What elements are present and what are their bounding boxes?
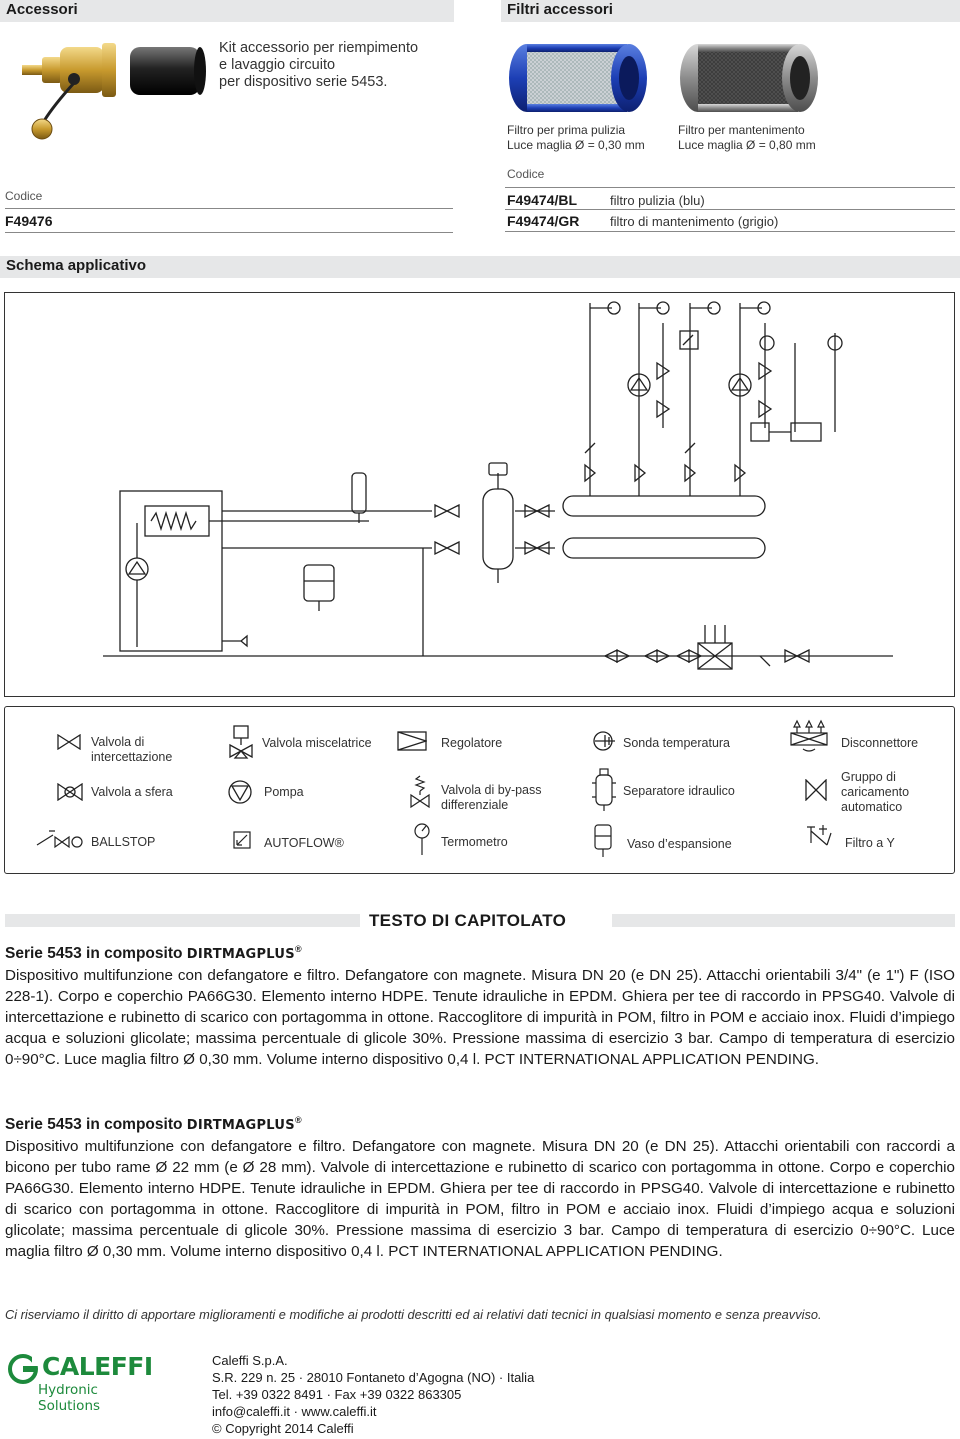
section-brand: DIRTMAGPLUS xyxy=(186,947,295,963)
divider xyxy=(5,232,453,233)
filtro-blu-image xyxy=(509,44,647,112)
disclaimer: Ci riserviamo il diritto di apportare mi… xyxy=(5,1307,822,1322)
autoflow-icon xyxy=(233,831,251,849)
legend-label-temperature-probe: Sonda temperatura xyxy=(623,736,731,750)
section-title-text: Serie 5453 in composito xyxy=(5,945,183,963)
disconnector-icon xyxy=(790,719,828,752)
caption-line: Luce maglia Ø = 0,30 mm xyxy=(507,138,645,152)
kit-description: Kit accessorio per riempimento e lavaggi… xyxy=(219,40,418,91)
address-line: info@caleffi.it · www.caleffi.it xyxy=(212,1404,377,1419)
legend-label-ballstop: BALLSTOP xyxy=(91,835,156,849)
section-title-text: Serie 5453 in composito xyxy=(5,1116,183,1134)
address-line: S.R. 229 n. 25 · 28010 Fontaneto d’Agogn… xyxy=(212,1370,535,1385)
capitolato-bar-left xyxy=(5,914,360,927)
legend-label-hydraulic-separator: Separatore idraulico xyxy=(623,784,735,798)
filtri-desc-row: filtro pulizia (blu) xyxy=(610,193,705,208)
address-line: Tel. +39 0322 8491 · Fax +39 0322 863305 xyxy=(212,1387,462,1402)
divider xyxy=(5,208,453,209)
accessori-heading: Accessori xyxy=(0,0,454,22)
y-filter-icon xyxy=(807,825,832,846)
logo-sub: Hydronic Solutions xyxy=(38,1382,101,1414)
kit-accessorio-image xyxy=(22,43,206,140)
capitolato-heading: TESTO DI CAPITOLATO xyxy=(369,911,567,930)
registered-mark: ® xyxy=(294,944,302,954)
legend-label-regulator: Regolatore xyxy=(441,736,503,750)
legend-line: automatico xyxy=(841,800,903,814)
schema-heading: Schema applicativo xyxy=(0,256,960,278)
legend-label-ball-valve: Valvola a sfera xyxy=(91,785,173,799)
thermometer-icon xyxy=(414,823,430,855)
schema-diagram xyxy=(4,292,955,697)
filtro-grigio-image xyxy=(680,44,818,112)
legend-label-autoflow: AUTOFLOW® xyxy=(264,836,344,850)
capitolato-bar-right xyxy=(612,914,955,927)
ballstop-icon xyxy=(36,830,83,849)
bypass-valve-icon xyxy=(410,775,430,809)
legend-label-disconnector: Disconnettore xyxy=(841,736,919,750)
kit-text-line: Kit accessorio per riempimento xyxy=(219,40,419,56)
address-line: © Copyright 2014 Caleffi xyxy=(212,1421,354,1436)
filtri-desc-row: filtro di mantenimento (grigio) xyxy=(610,214,779,229)
legend-label-mixing-valve: Valvola miscelatrice xyxy=(262,736,372,750)
registered-mark: ® xyxy=(294,1115,302,1125)
section-brand: DIRTMAGPLUS xyxy=(186,1118,295,1134)
kit-text-line: e lavaggio circuito xyxy=(219,57,336,73)
filtro-grigio-caption: Filtro per mantenimento Luce maglia Ø = … xyxy=(678,123,816,153)
address-line: Caleffi S.p.A. xyxy=(212,1353,288,1368)
legend-label-expansion-vessel: Vaso d’espansione xyxy=(627,837,732,851)
legend-line: Gruppo di xyxy=(841,770,896,784)
legend-label-thermometer: Termometro xyxy=(441,835,508,849)
caleffi-logo-mark-icon xyxy=(8,1354,38,1384)
filtro-blu-caption: Filtro per prima pulizia Luce maglia Ø =… xyxy=(507,123,645,153)
filtri-heading: Filtri accessori xyxy=(501,0,960,22)
accessori-code: F49476 xyxy=(5,213,53,229)
hydraulic-schema-svg xyxy=(103,301,893,670)
kit-text-line: per dispositivo serie 5453. xyxy=(219,74,388,90)
legend-line: Valvola di xyxy=(91,735,145,749)
legend-label-pump: Pompa xyxy=(264,785,304,799)
legend-line: intercettazione xyxy=(91,750,173,764)
company-address: Caleffi S.p.A. S.R. 229 n. 25 · 28010 Fo… xyxy=(212,1352,534,1437)
caption-line: Filtro per mantenimento xyxy=(678,123,805,137)
capitolato-section-text: Dispositivo multifunzione con defangator… xyxy=(5,967,955,1068)
regulator-icon xyxy=(397,731,427,751)
legend-line: caricamento xyxy=(841,785,910,799)
codice-label: Codice xyxy=(5,189,43,203)
legend-line: differenziale xyxy=(441,798,509,812)
auto-fill-group-icon xyxy=(805,779,827,801)
legend-line: Valvola di by-pass xyxy=(441,783,542,797)
pump-icon xyxy=(228,780,252,804)
temperature-probe-icon xyxy=(593,731,615,751)
expansion-vessel-icon xyxy=(594,824,612,857)
filtri-code-row: F49474/BL xyxy=(507,192,578,208)
divider xyxy=(505,187,955,188)
capitolato-section-title: Serie 5453 in composito DIRTMAGPLUS® xyxy=(5,1115,302,1134)
caption-line: Filtro per prima pulizia xyxy=(507,123,626,137)
capitolato-section-title: Serie 5453 in composito DIRTMAGPLUS® xyxy=(5,944,302,963)
mixing-valve-icon xyxy=(229,725,253,759)
gate-valve-icon xyxy=(57,734,81,750)
divider xyxy=(505,209,955,210)
capitolato-section-text: Dispositivo multifunzione con defangator… xyxy=(5,1138,955,1260)
divider xyxy=(505,231,955,232)
filtri-codice-label: Codice xyxy=(507,167,545,181)
caption-line: Luce maglia Ø = 0,80 mm xyxy=(678,138,816,152)
filtri-code-row: F49474/GR xyxy=(507,213,580,229)
legend-label-y-filter: Filtro a Y xyxy=(845,836,895,850)
hydraulic-separator-icon xyxy=(592,768,616,811)
logo-name: CALEFFI xyxy=(42,1352,153,1381)
caleffi-logo: CALEFFI Hydronic Solutions xyxy=(8,1352,153,1414)
ball-valve-icon xyxy=(57,783,83,801)
